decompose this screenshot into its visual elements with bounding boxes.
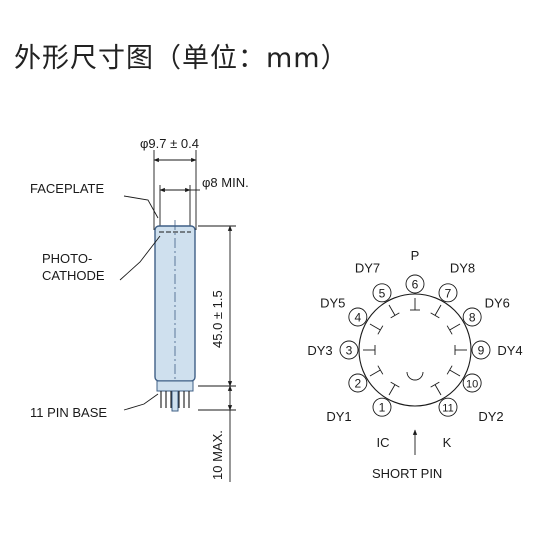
pin-name-label: DY7 (355, 261, 380, 276)
center-pin (171, 390, 179, 412)
pin-number-circle (405, 274, 425, 294)
pin-connector-bar (377, 325, 384, 335)
tube-side-view: φ9.7 ± 0.4 φ8 MIN. 45.0 ± 1.5 (30, 136, 249, 482)
pin-number-circle (348, 373, 368, 393)
tube-base (156, 380, 194, 392)
pin-number: 5 (379, 286, 386, 300)
pin-name-label: DY5 (320, 296, 345, 311)
pin-number-circle (372, 283, 392, 303)
pin-number-circle (462, 373, 482, 393)
pin-length-label: 10 MAX. (210, 430, 225, 480)
pin-connector-bar (390, 312, 400, 319)
pin-number-circle (471, 340, 491, 360)
pin-number: 6 (412, 278, 419, 292)
pin-name-label: DY4 (497, 343, 522, 358)
pin-number: 3 (346, 344, 353, 358)
page-title: 外形尺寸图（单位：mm） (14, 43, 349, 74)
pin-number: 8 (469, 311, 476, 325)
pin-connector (369, 369, 381, 377)
pin-number: 10 (466, 379, 478, 391)
photocathode-label-line1: PHOTO- (42, 251, 92, 266)
key-arc (406, 371, 424, 381)
pin-name-label: DY8 (450, 261, 475, 276)
pin-connector (369, 323, 381, 331)
pin-base-label: 11 PIN BASE (30, 405, 107, 420)
base-pins (160, 391, 190, 408)
length-label: 45.0 ± 1.5 (210, 290, 225, 348)
diameter-label: φ9.7 ± 0.4 (140, 136, 199, 151)
pin-base-leader (123, 393, 159, 411)
pin-connector (434, 384, 442, 396)
pin-number: 7 (445, 286, 452, 300)
pin-number-circle (438, 397, 458, 417)
pin-name-label: DY2 (478, 409, 503, 424)
pin-name-label: IC (377, 435, 390, 450)
pin-connector (449, 369, 461, 377)
pin-number: 1 (379, 401, 386, 415)
pin-name-label: DY3 (307, 343, 332, 358)
pin-number: 2 (354, 377, 361, 391)
pin-connector-bar (377, 365, 384, 375)
tube-body (154, 225, 196, 382)
pin-number-circle (339, 340, 359, 360)
pin-name-label: P (411, 248, 420, 263)
pin-number: 9 (478, 344, 485, 358)
pin-connector (434, 304, 442, 316)
pin-number-circle (372, 397, 392, 417)
short-pin-label: SHORT PIN (372, 466, 442, 481)
pin-number-circle (462, 307, 482, 327)
pin-name-label: DY1 (326, 409, 351, 424)
pin-connector-bar (390, 381, 400, 388)
window-label: φ8 MIN. (202, 175, 249, 190)
pin-number: 11 (442, 403, 453, 415)
pin-number: 4 (354, 311, 361, 325)
faceplate-label: FACEPLATE (30, 181, 105, 196)
photocathode-leader (119, 235, 161, 281)
pin-connector (388, 384, 396, 396)
faceplate-leader (123, 195, 159, 219)
pin-name-label: DY6 (485, 296, 510, 311)
pin-name-label: K (443, 435, 452, 450)
pin-connector (449, 323, 461, 331)
photocathode-label-line2: CATHODE (42, 268, 105, 283)
base-outline (358, 293, 472, 407)
pin-connector-bar (446, 325, 453, 335)
pin-number-circle (348, 307, 368, 327)
pin-connector (388, 304, 396, 316)
pin-connector-bar (430, 312, 440, 319)
pin-connector-bar (430, 381, 440, 388)
pin-connector-bar (446, 365, 453, 375)
pin-number-circle (438, 283, 458, 303)
